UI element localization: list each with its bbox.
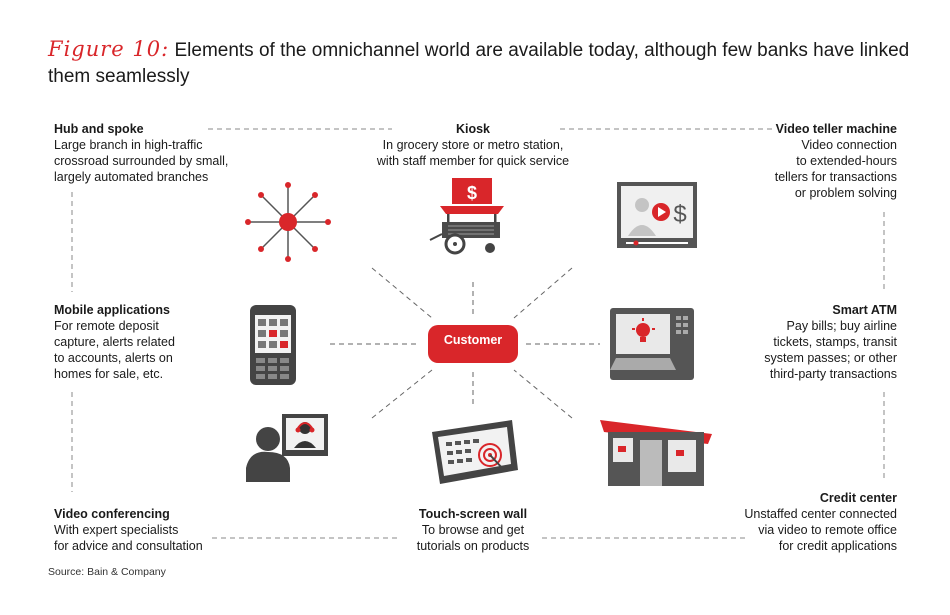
vtm-heading: Video teller machine — [775, 122, 897, 136]
figure-title-text: Elements of the omnichannel world are av… — [48, 40, 910, 87]
mobile-phone-icon — [250, 305, 296, 385]
atm-heading: Smart ATM — [832, 303, 897, 317]
credit-heading: Credit center — [819, 491, 897, 505]
smart-atm-icon — [610, 308, 694, 380]
credit-center-icon — [600, 420, 712, 486]
mobile-line: to accounts, alerts on — [54, 351, 173, 365]
vtm-line: tellers for transactions — [774, 170, 897, 184]
figure-title: Figure 10: Elements of the omnichannel w… — [48, 36, 928, 90]
hub-line: largely automated branches — [54, 170, 209, 184]
smart-atm-block: Smart ATM Pay bills; buy airline tickets… — [697, 302, 897, 382]
hub-heading: Hub and spoke — [54, 122, 144, 136]
frame-connectors — [71, 128, 885, 539]
videoconf-heading: Video conferencing — [54, 507, 170, 521]
video-teller-icon — [617, 182, 697, 248]
touch-heading: Touch-screen wall — [418, 507, 528, 521]
video-conferencing-block: Video conferencing With expert specialis… — [54, 506, 203, 554]
touch-line: To browse and get — [421, 523, 525, 537]
touch-screen-block: Touch-screen wall To browse and get tuto… — [372, 506, 574, 554]
mobile-heading: Mobile applications — [54, 303, 170, 317]
atm-line: third-party transactions — [769, 367, 897, 381]
atm-line: tickets, stamps, transit — [773, 335, 897, 349]
videoconf-line: for advice and consultation — [54, 539, 203, 553]
vtm-line: Video connection — [801, 138, 897, 152]
video-teller-block: Video teller machine Video connection to… — [697, 121, 897, 201]
kiosk-dollar-sign: $ — [467, 183, 477, 203]
mobile-line: For remote deposit — [54, 319, 159, 333]
mobile-line: homes for sale, etc. — [54, 367, 164, 381]
kiosk-line: with staff member for quick service — [376, 154, 570, 168]
kiosk-heading: Kiosk — [455, 122, 491, 136]
source-note: Source: Bain & Company — [48, 566, 166, 578]
credit-line: Unstaffed center connected — [744, 507, 897, 521]
atm-line: system passes; or other — [764, 351, 897, 365]
hub-line: crossroad surrounded by small, — [54, 154, 229, 168]
credit-line: for credit applications — [778, 539, 897, 553]
customer-spokes — [330, 267, 600, 419]
vtm-line: or problem solving — [794, 186, 897, 200]
video-conference-icon — [246, 414, 328, 482]
hub-and-spoke-icon — [245, 182, 331, 262]
kiosk-block: Kiosk In grocery store or metro station,… — [362, 121, 584, 169]
figure-number: Figure 10: — [48, 37, 170, 61]
vtm-dollar-sign: $ — [673, 201, 686, 228]
kiosk-cart-icon — [429, 178, 504, 255]
customer-node — [428, 325, 518, 363]
mobile-applications-block: Mobile applications For remote deposit c… — [54, 302, 175, 382]
vtm-line: to extended-hours — [796, 154, 897, 168]
hub-line: Large branch in high-traffic — [54, 138, 203, 152]
atm-line: Pay bills; buy airline — [786, 319, 897, 333]
credit-line: via video to remote office — [758, 523, 897, 537]
customer-label: Customer — [443, 333, 503, 347]
hub-and-spoke-block: Hub and spoke Large branch in high-traff… — [54, 121, 228, 185]
credit-center-block: Credit center Unstaffed center connected… — [697, 490, 897, 554]
touch-screen-icon — [432, 420, 518, 484]
touch-line: tutorials on products — [416, 539, 530, 553]
mobile-line: capture, alerts related — [54, 335, 175, 349]
kiosk-line: In grocery store or metro station, — [382, 138, 564, 152]
videoconf-line: With expert specialists — [54, 523, 179, 537]
